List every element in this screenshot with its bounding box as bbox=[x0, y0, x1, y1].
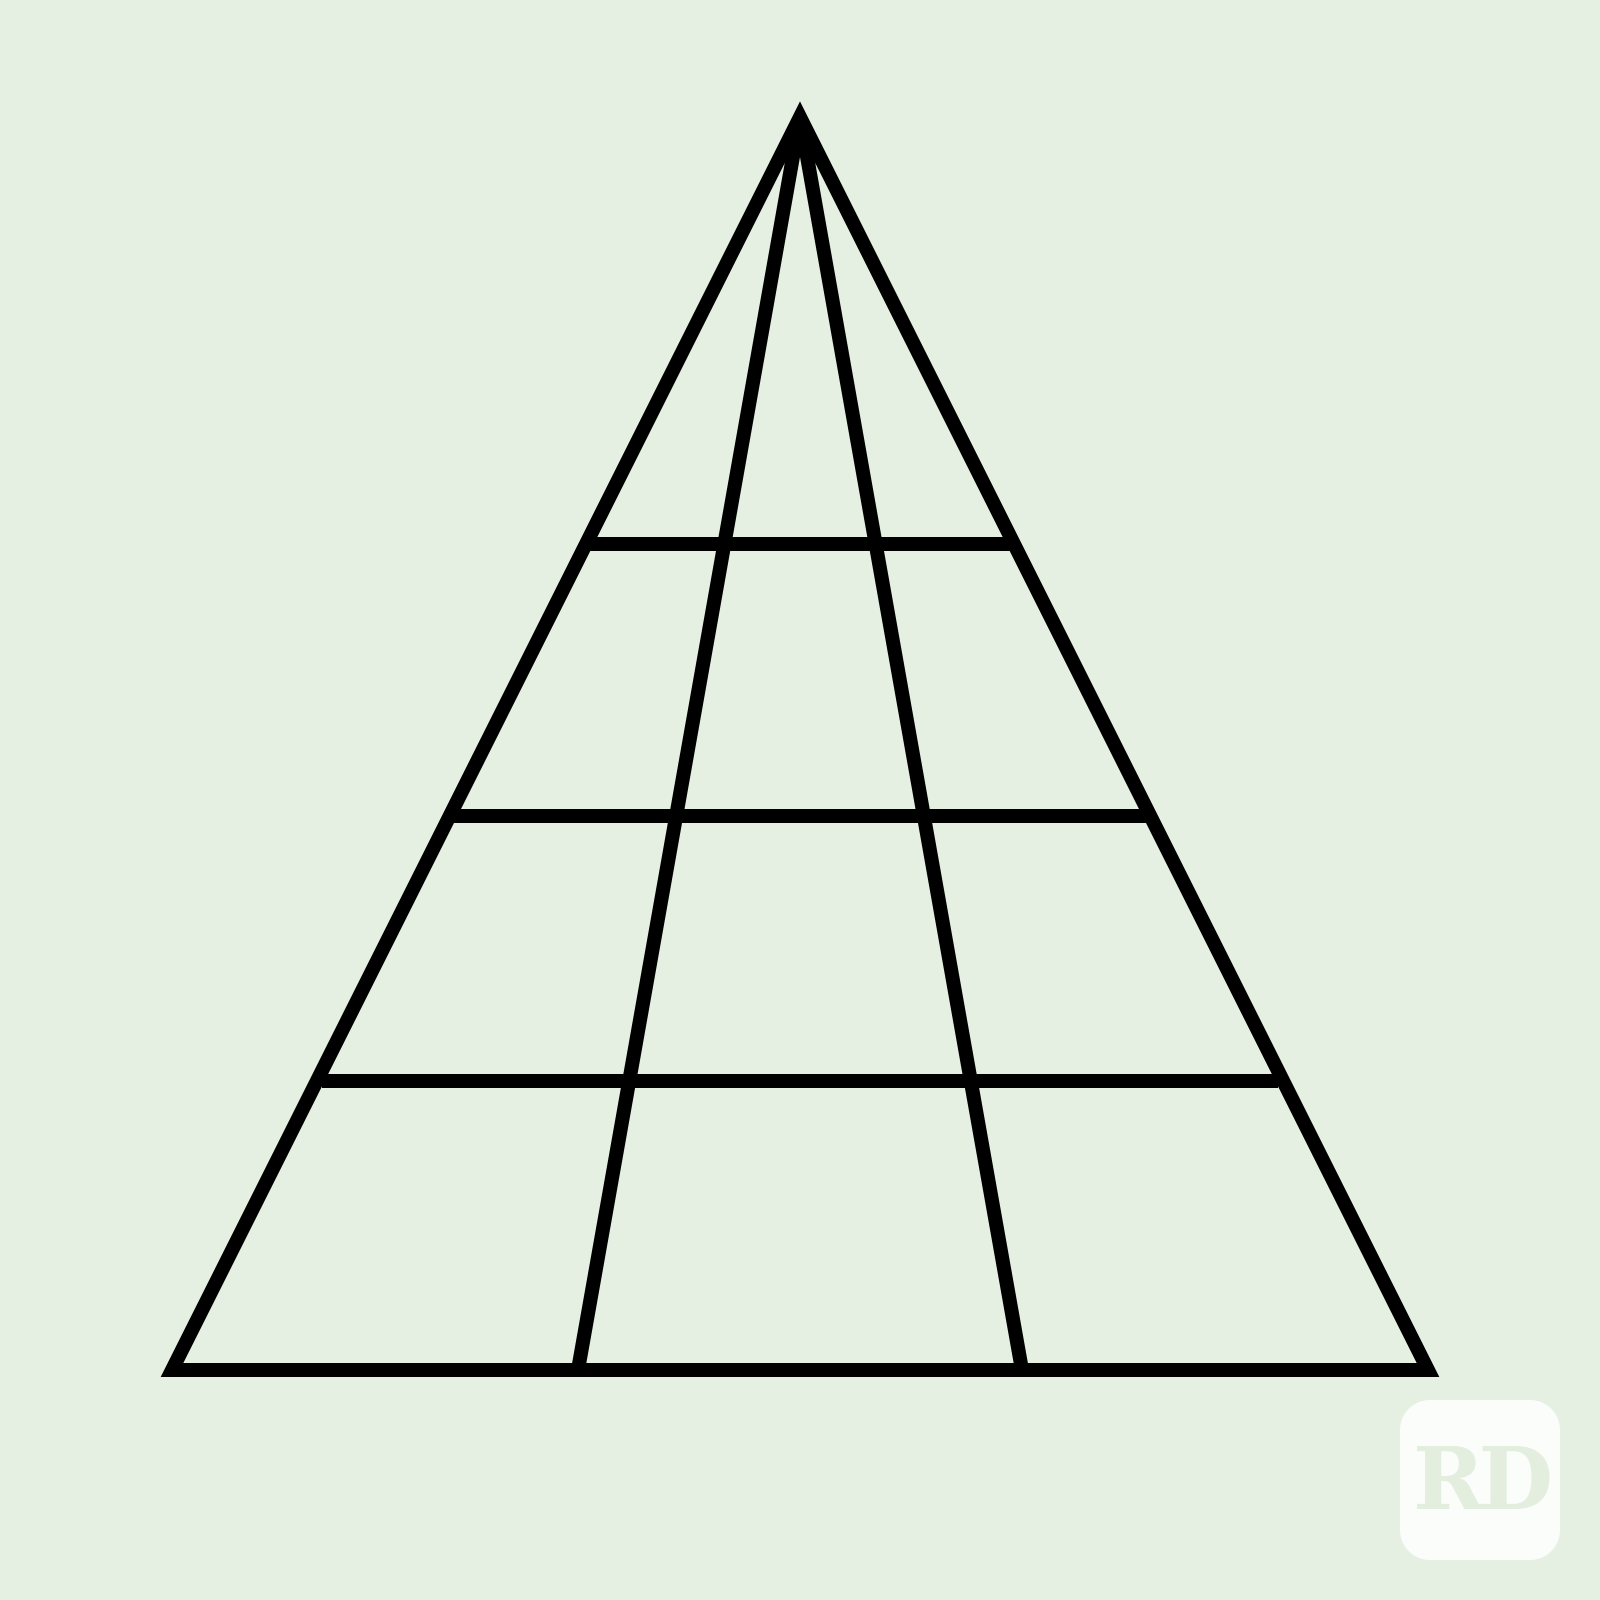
outer-triangle bbox=[160, 101, 1440, 1377]
rd-logo-badge: RD bbox=[1400, 1400, 1560, 1560]
apex-line-left bbox=[571, 115, 807, 1372]
apex-line-right bbox=[793, 115, 1029, 1372]
rd-logo-text: RD bbox=[1412, 1429, 1553, 1530]
